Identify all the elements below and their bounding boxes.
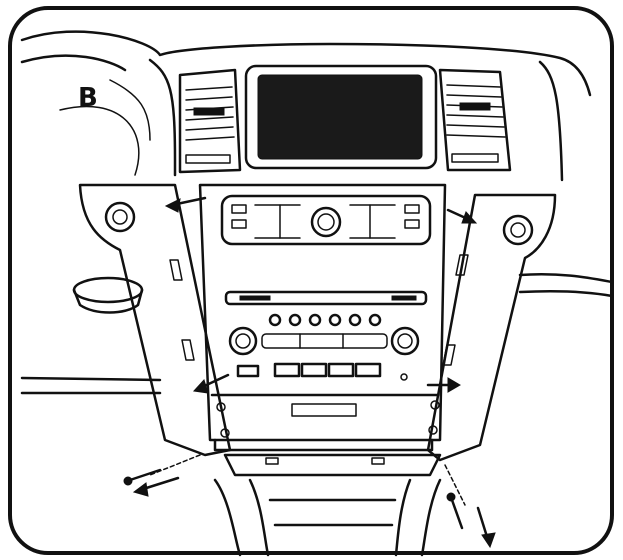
center-bezel [198, 183, 447, 452]
diagram-frame [8, 6, 614, 555]
navigation-screen [244, 64, 438, 170]
right-air-vent [438, 68, 512, 172]
left-trim-panel [78, 183, 232, 457]
removal-arrows [132, 196, 496, 549]
left-air-vent [178, 68, 242, 174]
lower-console [213, 453, 442, 557]
screws [123, 468, 464, 530]
right-trim-panel [426, 193, 557, 462]
dashboard-outline [20, 30, 614, 395]
step-label: B [78, 83, 98, 113]
cupholder [72, 276, 144, 314]
